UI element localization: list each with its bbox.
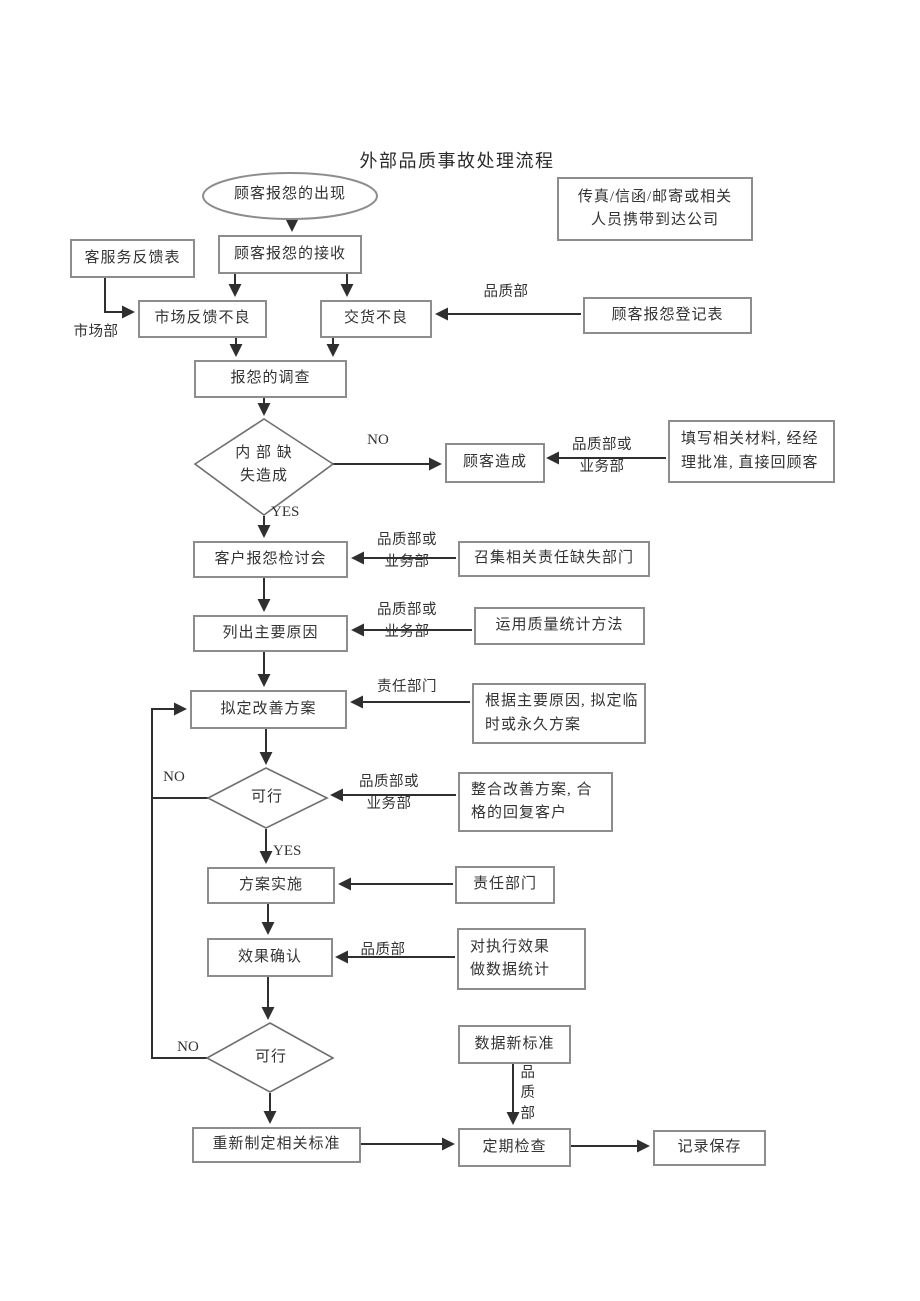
node-quality-stat-method: 运用质量统计方法 [474,607,645,645]
node-feasible2-text: 可行 [254,1049,287,1066]
arrow-feedback-to-market [104,278,135,319]
decision-diamond-feasible2 [205,1022,335,1093]
label-no-1: NO [367,432,389,448]
node-effect-statistics: 对执行效果 做数据统计 [457,928,586,990]
label-responsible-dept: 责任部门 [377,679,437,695]
node-draft-improvement-plan: 拟定改善方案 [190,690,347,729]
node-record-save: 记录保存 [653,1130,766,1166]
node-complaint-register-form: 顾客报怨登记表 [583,297,752,334]
node-fill-material: 填写相关材料, 经经 理批准, 直接回顾客 [668,420,835,483]
loop-no-feasible1-to-draft [151,702,208,799]
label-quality-dept-top: 品质部 [483,284,529,300]
node-feasible1-text: 可行 [250,789,283,806]
diagram-title: 外部品质事故处理流程 [359,151,555,171]
node-receive-complaint: 顾客报怨的接收 [218,235,362,274]
loop-no-feasible2-to-draft [151,798,207,1059]
node-responsible-dept: 责任部门 [455,866,555,904]
node-complaint-investigation: 报怨的调查 [194,360,347,398]
label-quality-dept-vertical: 品 质 部 [520,1065,536,1122]
node-plan-basis: 根据主要原因, 拟定临 时或永久方案 [472,683,646,744]
node-start-text: 顾客报怨的出现 [233,186,346,203]
node-delivery-bad: 交货不良 [320,300,432,338]
node-complaint-review-meeting: 客户报怨检讨会 [193,541,348,578]
label-yes-2: YES [273,843,302,859]
node-redefine-standards: 重新制定相关标准 [192,1127,361,1163]
node-fax-letter-note: 传真/信函/邮寄或相关 人员携带到达公司 [557,177,753,241]
label-quality-or-business-3: 品质部或 业务部 [377,602,437,641]
label-quality-dept-mid: 品质部 [360,942,406,958]
label-yes-1: YES [271,504,300,520]
label-no-3: NO [177,1039,199,1055]
decision-diamond-internal-defect [193,418,335,516]
label-quality-or-business-1: 品质部或 业务部 [572,437,632,476]
node-convene-depts: 召集相关责任缺失部门 [458,541,650,577]
node-market-feedback-bad: 市场反馈不良 [138,300,267,338]
decision-diamond-feasible1 [206,767,329,829]
node-new-data-standard: 数据新标准 [458,1025,571,1064]
node-plan-implementation: 方案实施 [207,867,335,904]
start-ellipse [202,172,378,220]
node-integrate-plan: 整合改善方案, 合 格的回复客户 [458,772,613,832]
label-quality-or-business-4: 品质部或 业务部 [359,774,419,813]
label-no-2: NO [163,769,185,785]
node-internal-defect-text: 内 部 缺 失造成 [235,444,293,484]
node-effect-confirmation: 效果确认 [207,938,333,977]
label-market-dept: 市场部 [73,324,119,340]
node-customer-caused: 顾客造成 [445,443,545,483]
label-quality-or-business-2: 品质部或 业务部 [377,532,437,571]
node-service-feedback-form: 客服务反馈表 [70,239,195,278]
node-periodic-check: 定期检查 [458,1128,571,1167]
node-list-main-causes: 列出主要原因 [193,615,348,652]
